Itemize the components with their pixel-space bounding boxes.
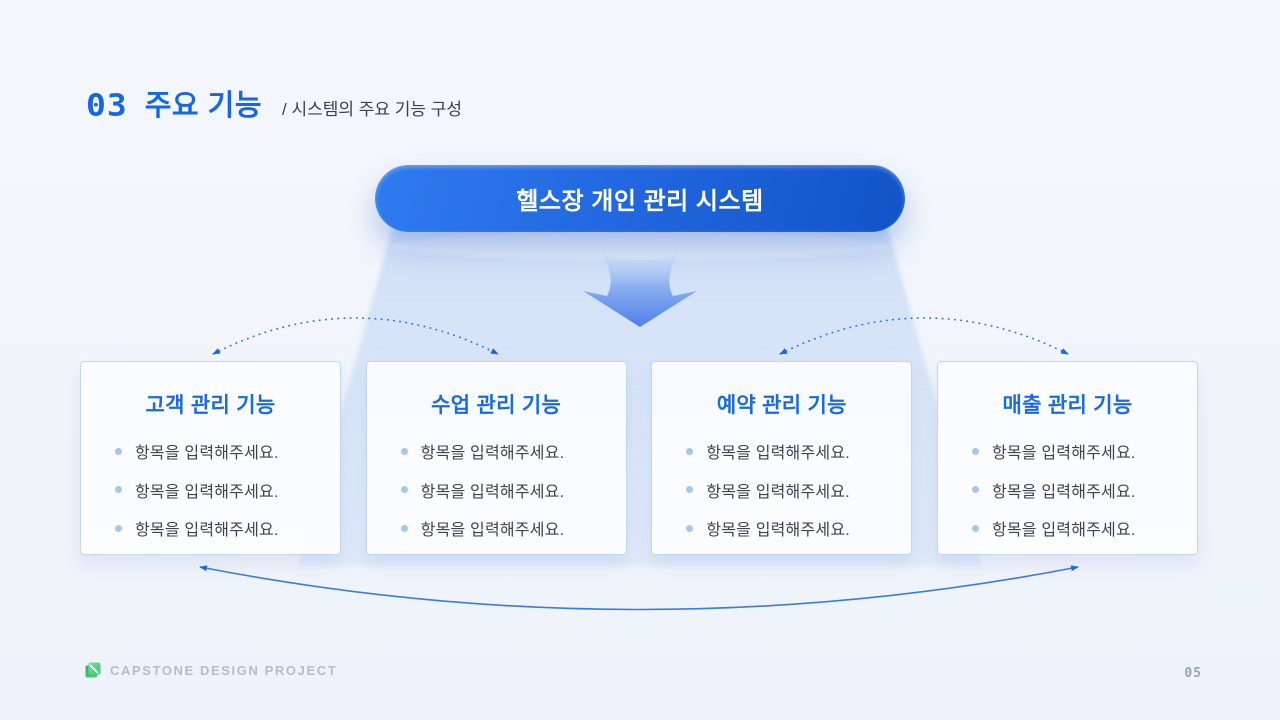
function-box-class: 수업 관리 기능 항목을 입력해주세요. 항목을 입력해주세요. 항목을 입력해… (365, 361, 627, 555)
slide-header: 03 주요 기능 / 시스템의 주요 기능 구성 (86, 82, 462, 124)
page-number: 05 (1184, 666, 1202, 681)
list-item: 항목을 입력해주세요. (115, 516, 340, 540)
bullet-dot-icon (686, 486, 694, 493)
page-title: 주요 기능 (144, 90, 263, 122)
list-item-text: 항목을 입력해주세요. (991, 522, 1136, 539)
function-box-reservation: 예약 관리 기능 항목을 입력해주세요. 항목을 입력해주세요. 항목을 입력해… (651, 361, 913, 555)
box-item-list: 항목을 입력해주세요. 항목을 입력해주세요. 항목을 입력해주세요. (367, 439, 626, 540)
footer-brand-text: CAPSTONE DESIGN PROJECT (110, 662, 338, 678)
function-box-sales: 매출 관리 기능 항목을 입력해주세요. 항목을 입력해주세요. 항목을 입력해… (936, 361, 1198, 555)
box-item-list: 항목을 입력해주세요. 항목을 입력해주세요. 항목을 입력해주세요. (81, 439, 340, 540)
list-item: 항목을 입력해주세요. (115, 439, 340, 463)
list-item-text: 항목을 입력해주세요. (706, 483, 850, 501)
list-item: 항목을 입력해주세요. (400, 439, 626, 463)
bullet-dot-icon (400, 524, 408, 532)
system-pill-label: 헬스장 개인 관리 시스템 (516, 188, 764, 215)
bullet-dot-icon (686, 524, 694, 532)
system-pill: 헬스장 개인 관리 시스템 (375, 165, 905, 232)
dotted-connector-left (212, 317, 499, 355)
list-item-text: 항목을 입력해주세요. (135, 445, 279, 462)
list-item: 항목을 입력해주세요. (686, 516, 911, 540)
list-item-text: 항목을 입력해주세요. (991, 445, 1136, 462)
function-box-customer: 고객 관리 기능 항목을 입력해주세요. 항목을 입력해주세요. 항목을 입력해… (80, 361, 341, 555)
list-item: 항목을 입력해주세요. (686, 439, 911, 463)
list-item-text: 항목을 입력해주세요. (420, 445, 565, 462)
box-title: 고객 관리 기능 (145, 394, 276, 417)
function-boxes-row: 고객 관리 기능 항목을 입력해주세요. 항목을 입력해주세요. 항목을 입력해… (80, 361, 1198, 555)
list-item-text: 항목을 입력해주세요. (706, 522, 850, 539)
bullet-dot-icon (400, 447, 408, 455)
box-title: 예약 관리 기능 (716, 394, 847, 417)
box-item-list: 항목을 입력해주세요. 항목을 입력해주세요. 항목을 입력해주세요. (652, 439, 911, 540)
down-arrow-icon (583, 252, 697, 327)
list-item: 항목을 입력해주세요. (400, 516, 626, 540)
box-item-list: 항목을 입력해주세요. 항목을 입력해주세요. 항목을 입력해주세요. (938, 439, 1197, 540)
page-subtitle: / 시스템의 주요 기능 구성 (282, 100, 463, 119)
bullet-dot-icon (115, 524, 122, 532)
list-item: 항목을 입력해주세요. (115, 478, 340, 502)
footer-brand: CAPSTONE DESIGN PROJECT (84, 661, 337, 679)
list-item-text: 항목을 입력해주세요. (420, 483, 565, 501)
layered-squares-logo-icon (85, 662, 101, 678)
box-title: 수업 관리 기능 (431, 394, 562, 417)
section-number: 03 (86, 87, 128, 123)
bullet-dot-icon (115, 486, 122, 493)
bullet-dot-icon (971, 486, 979, 493)
bullet-dot-icon (971, 447, 979, 455)
list-item-text: 항목을 입력해주세요. (135, 522, 279, 539)
list-item: 항목을 입력해주세요. (971, 516, 1197, 540)
bullet-dot-icon (115, 447, 122, 455)
list-item: 항목을 입력해주세요. (400, 478, 626, 502)
list-item-text: 항목을 입력해주세요. (991, 483, 1136, 501)
list-item: 항목을 입력해주세요. (686, 478, 911, 502)
bullet-dot-icon (400, 486, 408, 493)
list-item-text: 항목을 입력해주세요. (420, 522, 565, 539)
list-item-text: 항목을 입력해주세요. (135, 483, 279, 501)
bullet-dot-icon (971, 524, 979, 532)
list-item: 항목을 입력해주세요. (971, 478, 1197, 502)
dotted-connector-right (779, 317, 1069, 355)
list-item: 항목을 입력해주세요. (971, 439, 1197, 463)
bottom-connector (199, 565, 1079, 611)
box-title: 매출 관리 기능 (1002, 394, 1133, 417)
bullet-dot-icon (686, 447, 694, 455)
list-item-text: 항목을 입력해주세요. (706, 445, 850, 462)
